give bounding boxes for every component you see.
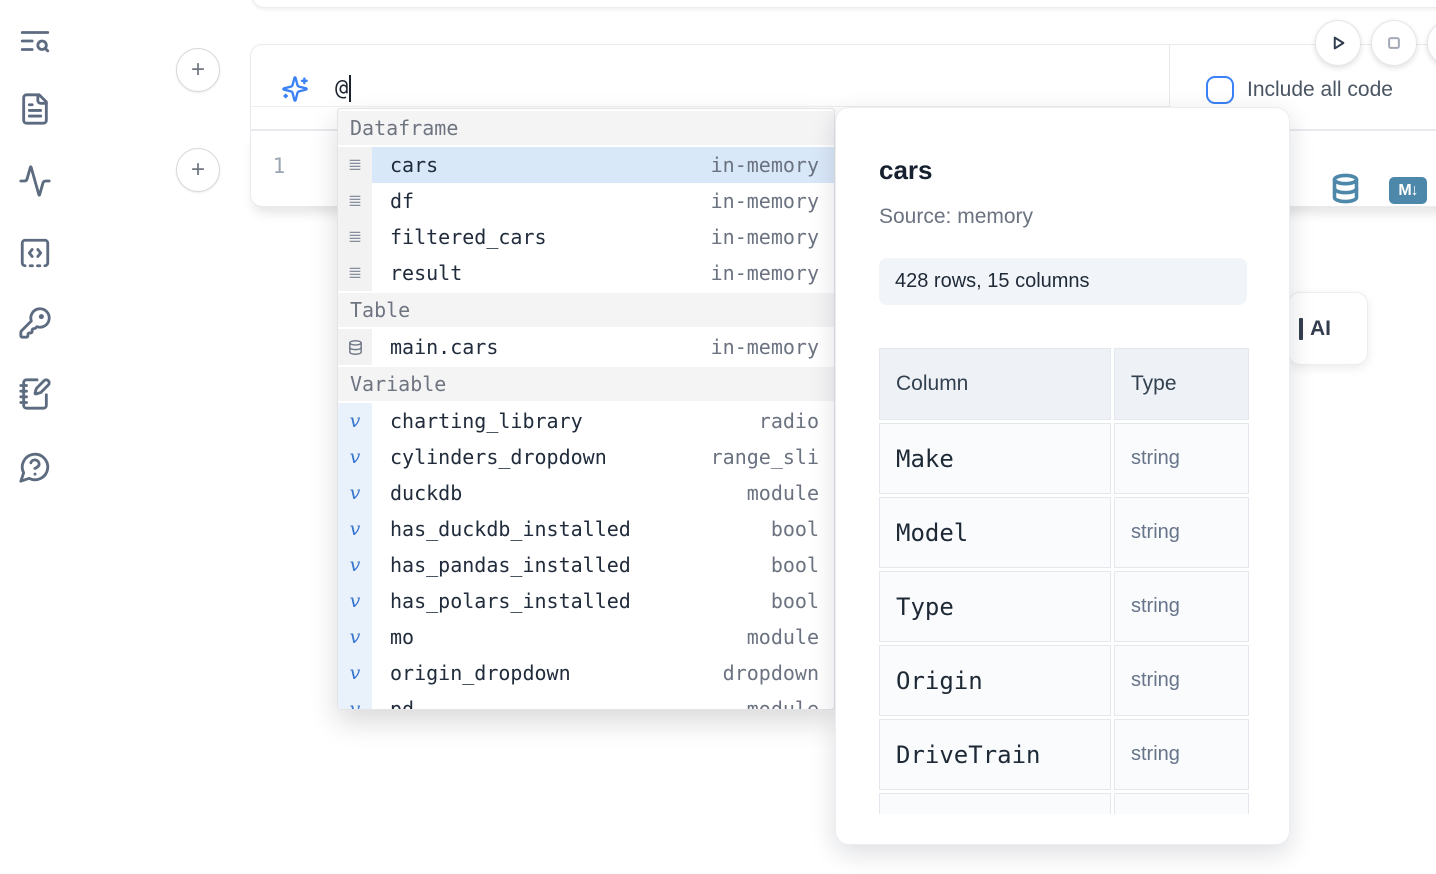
file-icon[interactable] [18,92,54,130]
ai-prompt-input[interactable]: @ [335,71,352,105]
preview-title: cars [879,155,933,185]
variable-icon: v [338,655,372,691]
markdown-convert-icon[interactable]: M↓ [1389,177,1427,204]
scratchpad-pen-icon[interactable] [18,377,54,415]
variable-icon: v [338,403,372,439]
column-header: Column [879,348,1111,420]
stop-icon [1381,30,1407,56]
run-cell-button[interactable] [1315,20,1361,66]
input-bottom-divider [251,106,1169,107]
dataframe-rows-icon [338,219,372,255]
code-cell-icon[interactable] [18,236,54,274]
variable-icon: v [338,439,372,475]
database-icon [338,329,372,365]
table-row: Origin string [879,645,1249,716]
table-header-row: Column Type [879,348,1249,420]
include-all-code-checkbox[interactable] [1206,76,1234,104]
panel-vertical-divider [1169,45,1170,129]
type-header: Type [1114,348,1249,420]
clipped-glyph [1299,317,1303,340]
sparkles-ai-icon [281,75,309,103]
variable-icon: v [338,547,372,583]
add-cell-above-button[interactable]: + [176,48,220,92]
toc-search-icon[interactable] [18,24,54,62]
sql-database-icon[interactable] [1329,172,1362,205]
section-header-table: Table [338,293,834,327]
key-icon[interactable] [18,306,54,344]
dataframe-rows-icon [338,183,372,219]
play-icon [1325,30,1351,56]
text-cursor [349,74,352,102]
table-row: Make string [879,423,1249,494]
variable-icon: v [338,691,372,709]
shape-badge: 428 rows, 15 columns [879,258,1247,305]
schema-table: Column Type Make string Model string Typ… [879,348,1249,814]
table-row: Model string [879,497,1249,568]
variable-icon: v [338,583,372,619]
generate-with-ai-button[interactable]: AI [1288,292,1368,365]
table-row: Type string [879,571,1249,642]
section-header-variable: Variable [338,367,834,401]
dataframe-rows-icon [338,255,372,291]
include-all-code-label: Include all code [1247,78,1393,101]
dataframe-rows-icon [338,147,372,183]
section-header-dataframe: Dataframe [338,111,834,145]
help-chat-icon[interactable] [18,450,54,488]
table-row-clipped [879,793,1249,814]
variable-icon: v [338,511,372,547]
ai-button-label: AI [1310,316,1331,340]
activity-icon[interactable] [18,164,54,202]
variable-icon: v [338,619,372,655]
table-row: DriveTrain string [879,719,1249,790]
add-cell-below-button[interactable]: + [176,148,220,192]
variable-icon: v [338,475,372,511]
previous-cell [252,0,1436,8]
preview-source: Source: memory [879,205,1034,228]
line-number: 1 [272,154,286,178]
dataframe-preview-panel: cars Source: memory 428 rows, 15 columns… [835,107,1290,845]
ai-prompt-value: @ [335,75,349,101]
stop-button[interactable] [1371,20,1417,66]
